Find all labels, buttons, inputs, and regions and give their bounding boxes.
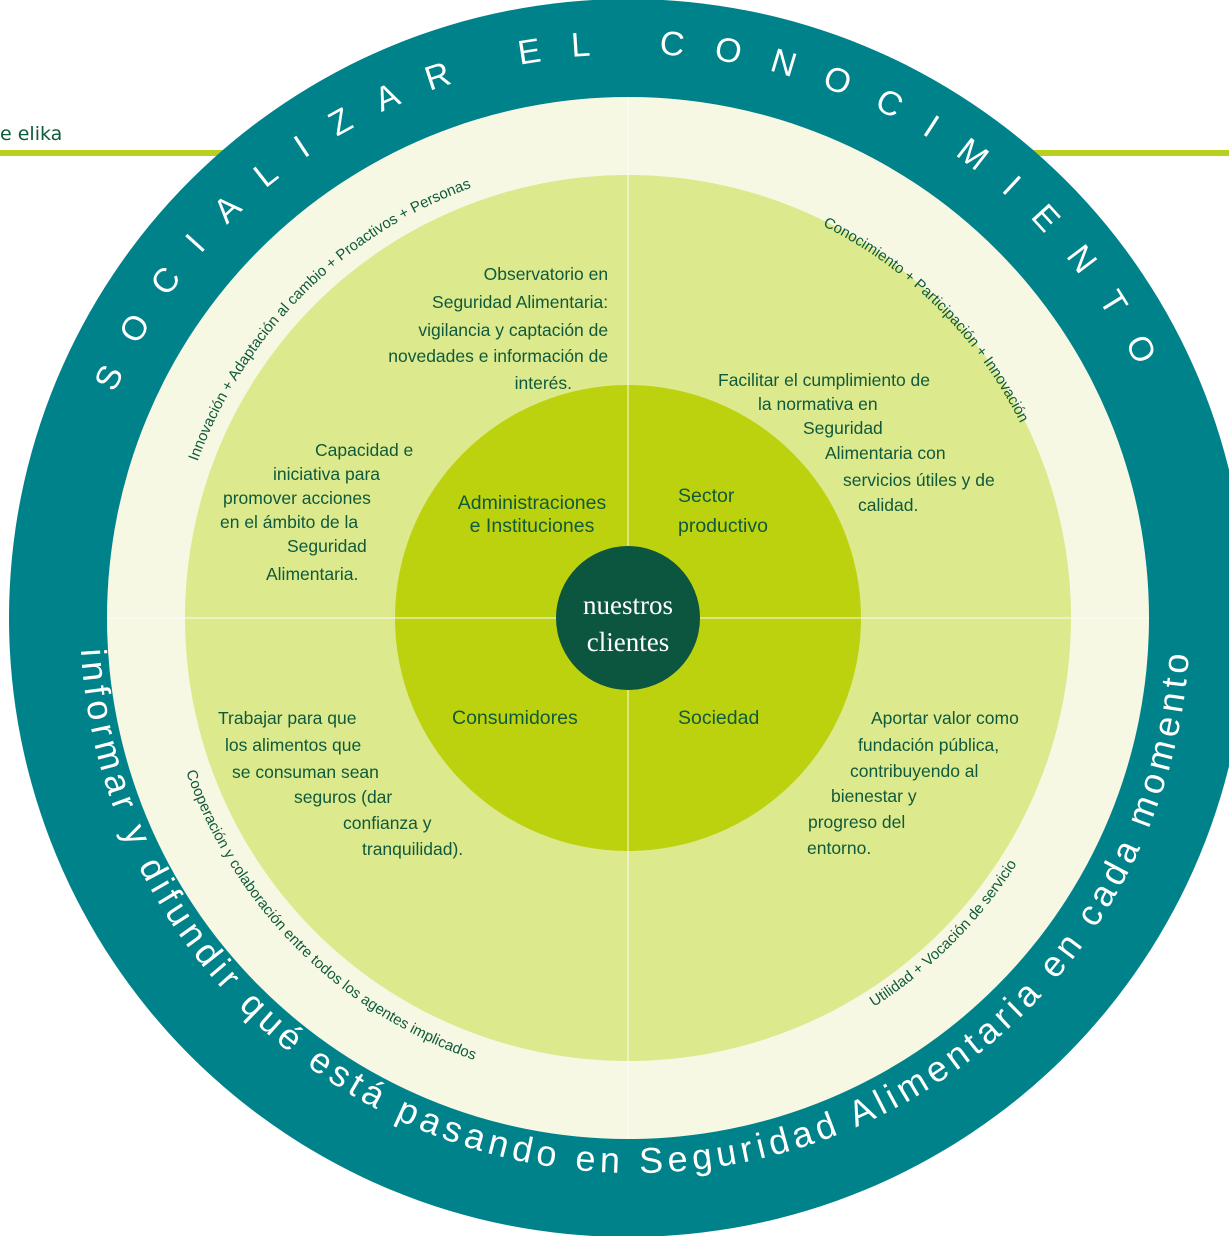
segment-administraciones-l1: Administraciones (458, 492, 607, 514)
quadrant-text-facilitar: Facilitar el cumplimiento de la normativ… (718, 370, 1000, 515)
center-label-line1: nuestros (583, 590, 673, 620)
segment-sociedad: Sociedad (678, 707, 759, 729)
quadrant-text-trabajar: Trabajar para que los alimentos que se c… (218, 708, 463, 859)
segment-sector-l1: Sector (678, 485, 735, 507)
quadrant-text-aportar: Aportar valor como fundación pública, co… (807, 708, 1024, 858)
center-circle (556, 546, 700, 690)
quadrant-text-capacidad: Capacidad e iniciativa para promover acc… (220, 440, 418, 584)
center-label-line2: clientes (587, 627, 669, 657)
segment-sector-l2: productivo (678, 515, 768, 537)
quadrant-text-observatorio: Observatorio en Seguridad Alimentaria: v… (388, 264, 613, 393)
segment-administraciones-l2: e Instituciones (470, 515, 595, 537)
segment-consumidores: Consumidores (452, 707, 578, 729)
elika-logo: e elika (0, 123, 62, 145)
